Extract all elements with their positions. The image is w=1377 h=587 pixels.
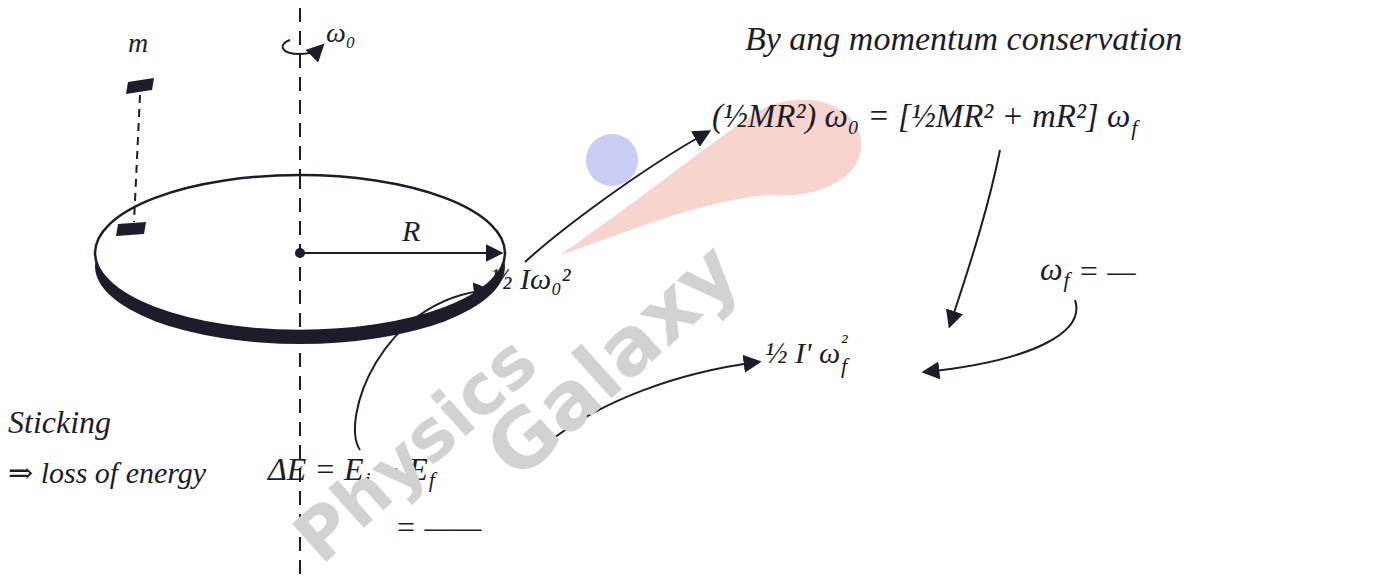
watermark-dot [586,134,638,186]
equation: ω [1040,252,1063,287]
disc [95,175,505,331]
pointer-arrow [950,150,1000,325]
superscript: ² [841,330,848,354]
note: Sticking [8,405,111,440]
subscript: f [1064,268,1070,292]
drop-line [134,95,140,222]
equation: (½MR²) ω₀ = [½MR² + mR²] ω [712,98,1130,134]
mass-label: m [128,28,148,59]
heading-note: By ang momentum conservation [745,20,1182,57]
energy-term: ½ I' ω [765,336,840,369]
subscript: f [1131,116,1137,140]
angular-velocity: ω₀ [326,18,356,49]
note: ⇒ loss of energy [8,456,206,489]
rotation-axis [299,8,301,575]
radius-label: R [402,214,420,247]
pointer-arrow [925,300,1076,372]
subscript: f [841,354,847,378]
mass-block [126,78,154,94]
energy-term: ½ Iω₀² [490,262,571,295]
rotation-arrow [283,40,322,54]
mass-block [116,222,146,236]
radius-arrow [300,252,500,254]
equation: = — [1078,254,1136,289]
equation: = —— [395,510,482,545]
